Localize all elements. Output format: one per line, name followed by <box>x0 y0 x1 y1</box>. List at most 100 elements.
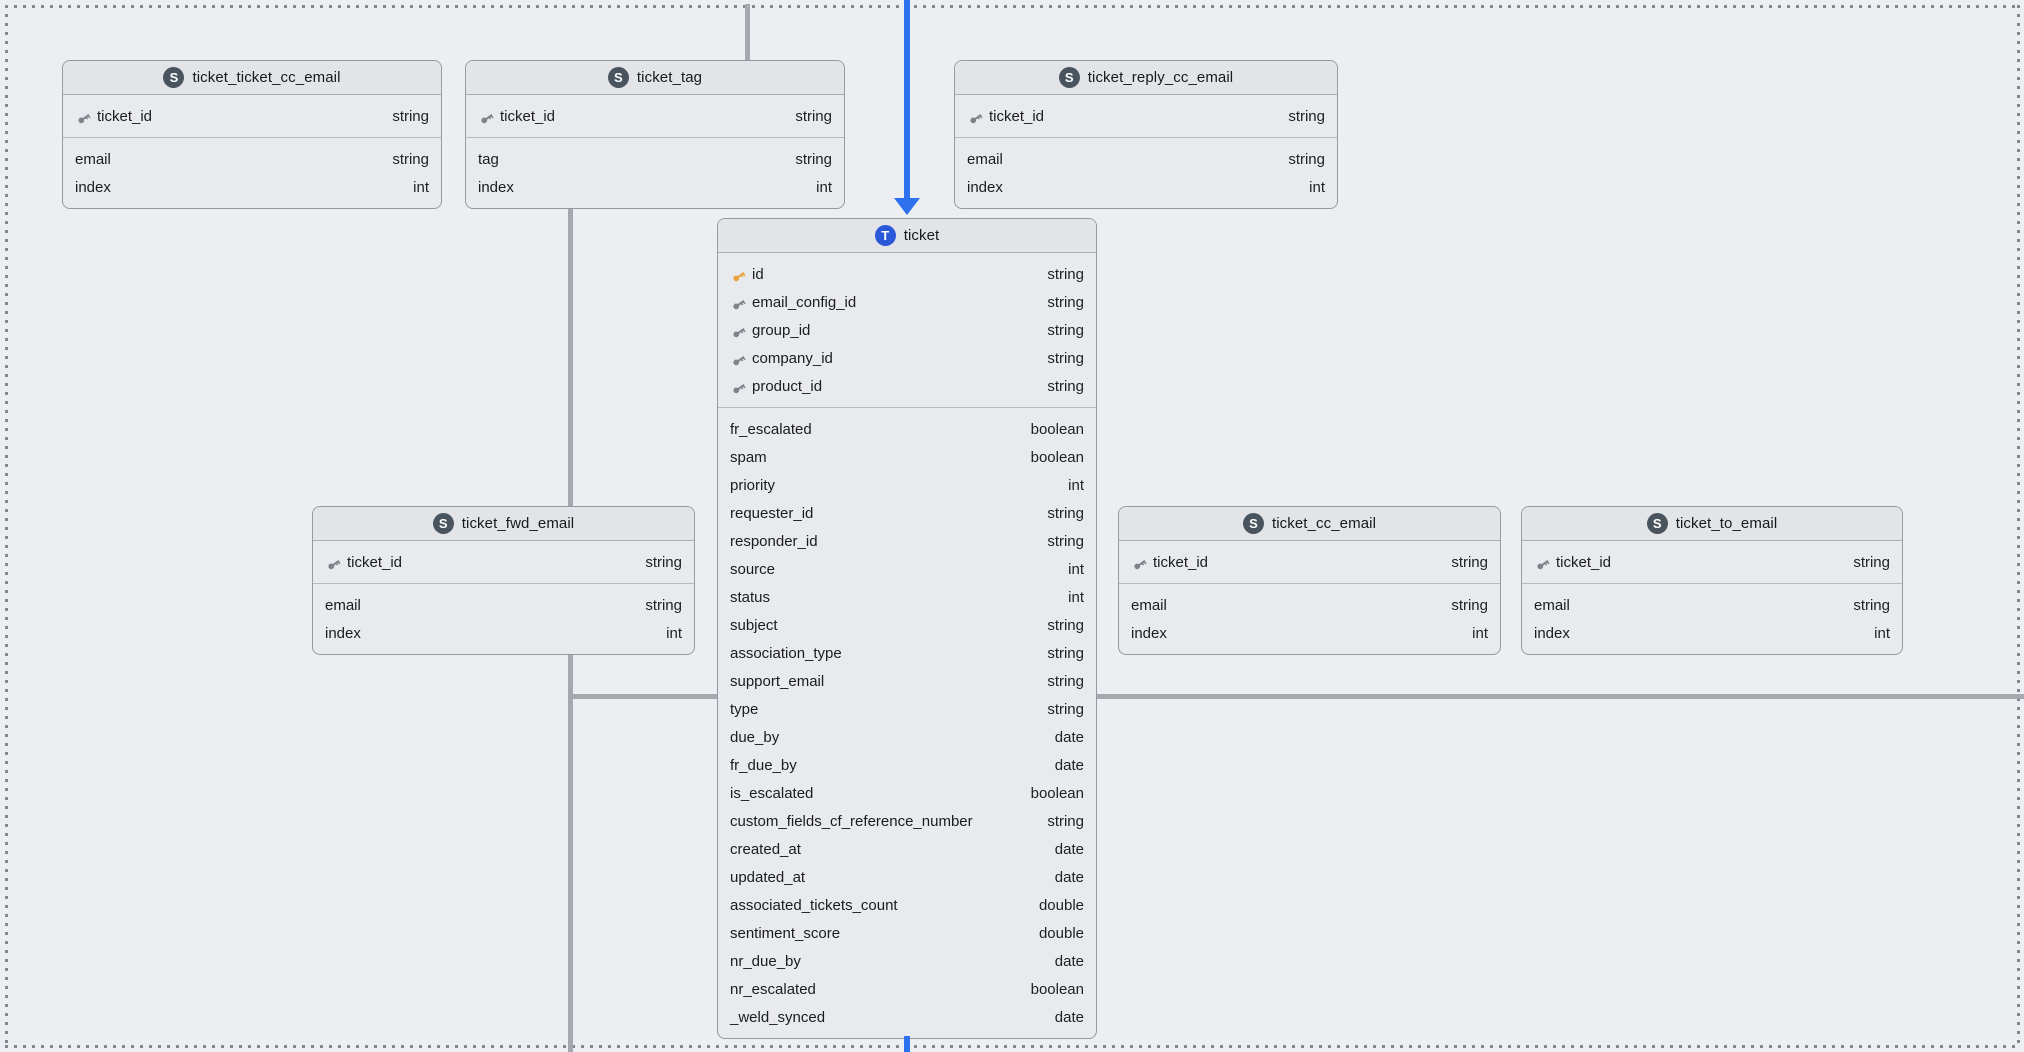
field-name: email <box>325 596 361 614</box>
table-title: ticket_fwd_email <box>461 515 575 532</box>
field-type: string <box>392 150 429 168</box>
field-name: ticket_id <box>97 107 153 125</box>
field-name-wrap: sentiment_score <box>730 925 840 942</box>
field-type: string <box>1047 265 1084 283</box>
field-name-wrap: index <box>1534 625 1570 642</box>
field-name-wrap: ticket_id <box>1534 554 1611 571</box>
table-title: ticket_to_email <box>1675 515 1778 532</box>
field-type: int <box>1309 178 1325 196</box>
field-name: subject <box>730 616 778 634</box>
field-name: email_config_id <box>752 293 857 311</box>
field-type: string <box>1047 349 1084 367</box>
primary-key-icon <box>733 271 746 281</box>
field-name: index <box>967 178 1003 196</box>
field-name: index <box>1534 624 1570 642</box>
field-name-wrap: ticket_id <box>967 108 1044 125</box>
table-type-badge: S <box>607 67 629 88</box>
field-type: int <box>816 178 832 196</box>
table-type-badge: S <box>1646 513 1668 534</box>
table-title: ticket_ticket_cc_email <box>192 69 341 86</box>
field-name: fr_due_by <box>730 756 797 774</box>
field-name: ticket_id <box>347 553 403 571</box>
field-name: ticket_id <box>989 107 1045 125</box>
field-type: string <box>1047 532 1084 550</box>
field-name: spam <box>730 448 767 466</box>
field-name: is_escalated <box>730 784 814 802</box>
field-name: email <box>967 150 1003 168</box>
table-title: ticket_tag <box>636 69 703 86</box>
field-name: email <box>1131 596 1167 614</box>
field-type: int <box>1874 624 1890 642</box>
field-type: string <box>1047 321 1084 339</box>
field-name-wrap: updated_at <box>730 869 805 886</box>
field-name-wrap: requester_id <box>730 505 813 522</box>
field-type: string <box>1451 553 1488 571</box>
foreign-key-icon <box>78 113 91 123</box>
field-type: date <box>1054 868 1084 886</box>
field-name: responder_id <box>730 532 818 550</box>
foreign-key-icon <box>481 113 494 123</box>
foreign-key-icon <box>970 113 983 123</box>
connector-ticket-tag-top <box>745 4 750 61</box>
field-type: date <box>1054 1008 1084 1026</box>
field-row-ticket_id: ticket_id string <box>1119 548 1500 576</box>
field-name-wrap: index <box>967 179 1003 196</box>
field-name: custom_fields_cf_reference_number <box>730 812 973 830</box>
field-name-wrap: priority <box>730 477 775 494</box>
field-type: int <box>1472 624 1488 642</box>
field-name: fr_escalated <box>730 420 812 438</box>
foreign-key-icon <box>1134 559 1147 569</box>
field-type: string <box>1047 644 1084 662</box>
field-row-updated_at: updated_at date <box>718 863 1096 891</box>
field-name-wrap: custom_fields_cf_reference_number <box>730 813 973 830</box>
field-type: string <box>1047 672 1084 690</box>
field-type: string <box>645 553 682 571</box>
field-name-wrap: created_at <box>730 841 801 858</box>
field-name: tag <box>478 150 499 168</box>
table-type-badge: S <box>432 513 454 534</box>
field-name-wrap: ticket_id <box>325 554 402 571</box>
field-row-index: index int <box>955 173 1337 201</box>
field-name-wrap: product_id <box>730 378 822 395</box>
field-name-wrap: source <box>730 561 775 578</box>
field-type: int <box>1068 476 1084 494</box>
foreign-key-icon <box>733 383 746 393</box>
field-row-index: index int <box>1522 619 1902 647</box>
field-name-wrap: ticket_id <box>1131 554 1208 571</box>
flow-arrow-line <box>904 0 910 199</box>
field-name-wrap: ticket_id <box>478 108 555 125</box>
